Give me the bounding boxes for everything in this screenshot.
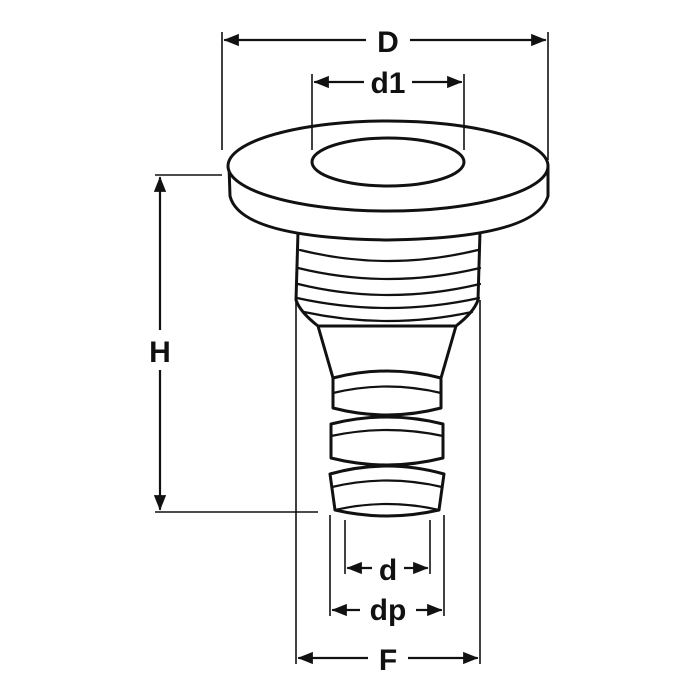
dimension-D: D bbox=[221, 22, 549, 160]
dimension-d: d bbox=[344, 520, 431, 587]
dimension-F: F bbox=[295, 300, 481, 677]
label-H: H bbox=[149, 336, 171, 369]
hose-barb bbox=[316, 324, 458, 518]
dimension-H: H bbox=[142, 174, 318, 513]
bore-opening bbox=[310, 136, 466, 188]
label-dp: dp bbox=[370, 594, 407, 627]
fitting-body bbox=[226, 119, 550, 518]
dimension-dp: dp bbox=[329, 515, 445, 627]
label-d1: d1 bbox=[370, 67, 405, 100]
flange bbox=[226, 119, 550, 242]
threaded-section bbox=[294, 230, 482, 328]
label-d: d bbox=[379, 554, 397, 587]
dimension-d1: d1 bbox=[311, 66, 465, 150]
label-D: D bbox=[377, 26, 399, 59]
label-F: F bbox=[379, 644, 397, 677]
